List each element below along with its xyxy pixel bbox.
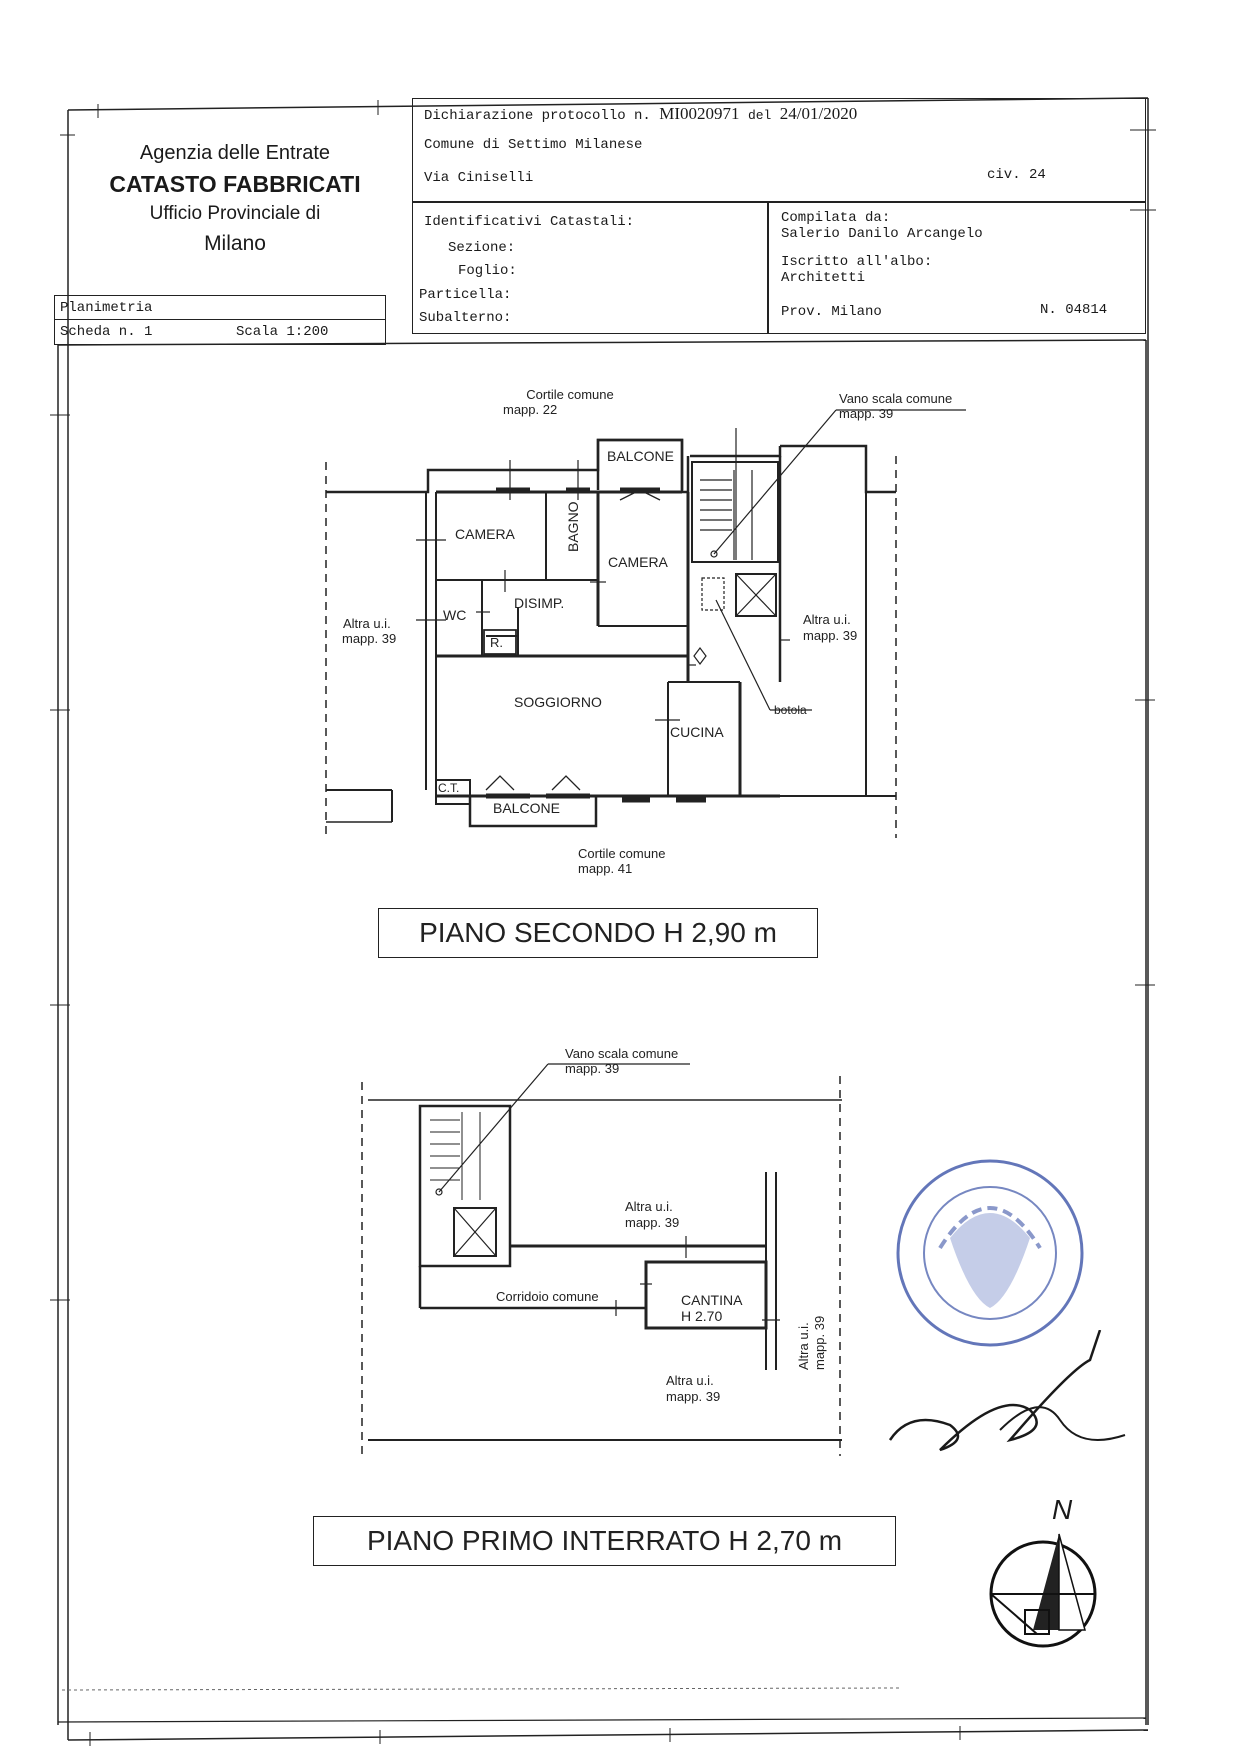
basement-altra-nord-label: Altra u.i. [625, 1199, 673, 1214]
altra-est-mapp: mapp. 39 [803, 628, 858, 643]
vano-scala-mapp: mapp. 39 [839, 406, 894, 421]
catasto-title: CATASTO FABBRICATI [109, 171, 361, 197]
camera-1-label: CAMERA [455, 526, 515, 542]
second-floor-title: PIANO SECONDO H 2,90 m [378, 908, 818, 958]
cortile-sud-mapp: mapp. 41 [578, 861, 633, 876]
wc-label: WC [443, 607, 467, 623]
signature [880, 1330, 1130, 1460]
altra-ovest-mapp: mapp. 39 [342, 631, 397, 646]
basement-floor-title: PIANO PRIMO INTERRATO H 2,70 m [313, 1516, 896, 1566]
disimp-label: DISIMP. [514, 595, 565, 611]
basement-altra-nord-mapp: mapp. 39 [625, 1215, 680, 1230]
sezione-label: Sezione: [448, 240, 516, 256]
identifiers-box [412, 202, 768, 334]
protocol-date: 24/01/2020 [779, 104, 858, 123]
cantina-label: CANTINA [681, 1292, 743, 1308]
cortile-nord-mapp: mapp. 22 [503, 402, 558, 417]
basement-altra-sud-mapp: mapp. 39 [666, 1389, 721, 1404]
foglio-label: Foglio: [458, 263, 517, 279]
notary-stamp [880, 1148, 1100, 1388]
compiler-name: Salerio Danilo Arcangelo [781, 226, 983, 242]
office-city: Milano [204, 232, 266, 255]
basement-vano-scala-label: Vano scala comune [565, 1046, 679, 1061]
protocol-number: MI0020971 [659, 104, 740, 123]
basement-altra-vert-label: Altra u.i. [796, 1322, 811, 1370]
north-letter: N [1052, 1494, 1073, 1525]
compiler-label: Compilata da: [781, 210, 891, 226]
scheda-label: Scheda n. 1 [60, 324, 153, 340]
corridoio-label: Corridoio comune [496, 1289, 599, 1304]
agency-name: Agenzia delle Entrate [139, 142, 331, 164]
compiler-box [768, 202, 1146, 334]
civic-number: civ. 24 [987, 167, 1046, 183]
sheet-box [54, 295, 386, 345]
register-number: N. 04814 [1040, 302, 1108, 318]
balcone-nord-label: BALCONE [607, 448, 674, 464]
basement-altra-sud-label: Altra u.i. [666, 1373, 714, 1388]
municipality: Comune di Settimo Milanese [424, 137, 643, 153]
register-value: Architetti [781, 270, 866, 286]
altra-est-label: Altra u.i. [803, 612, 851, 627]
ct-label: C.T. [438, 781, 460, 795]
register-label: Iscritto all'albo: [781, 254, 933, 270]
north-arrow-icon [985, 1510, 1115, 1660]
botola-label: botola [774, 703, 807, 717]
office-label: Ufficio Provinciale di [149, 203, 321, 224]
protocol-label: Dichiarazione protocollo n. MI0020971 de… [424, 104, 858, 124]
declaration-box [412, 98, 1146, 202]
vano-scala-label: Vano scala comune [839, 391, 953, 406]
particella-label: Particella: [419, 287, 512, 303]
cantina-height: H 2.70 [681, 1308, 723, 1324]
camera-2-label: CAMERA [608, 554, 668, 570]
soggiorno-label: SOGGIORNO [514, 694, 602, 710]
street: Via Ciniselli [424, 170, 534, 186]
cortile-sud-label: Cortile comune [578, 846, 666, 861]
scala-label: Scala 1:200 [236, 324, 329, 340]
cucina-label: CUCINA [670, 724, 724, 740]
subalterno-label: Subalterno: [419, 310, 512, 326]
province: Prov. Milano [781, 304, 882, 320]
basement-altra-vert-mapp: mapp. 39 [812, 1315, 827, 1370]
cortile-nord-label: Cortile comune [526, 387, 614, 402]
altra-ovest-label: Altra u.i. [343, 616, 391, 631]
ripostiglio-label: R. [490, 635, 503, 650]
basement-vano-scala-mapp: mapp. 39 [565, 1061, 620, 1076]
planimetria-label: Planimetria [60, 300, 153, 316]
balcone-sud-label: BALCONE [493, 800, 560, 816]
identifiers-title: Identificativi Catastali: [424, 214, 635, 230]
